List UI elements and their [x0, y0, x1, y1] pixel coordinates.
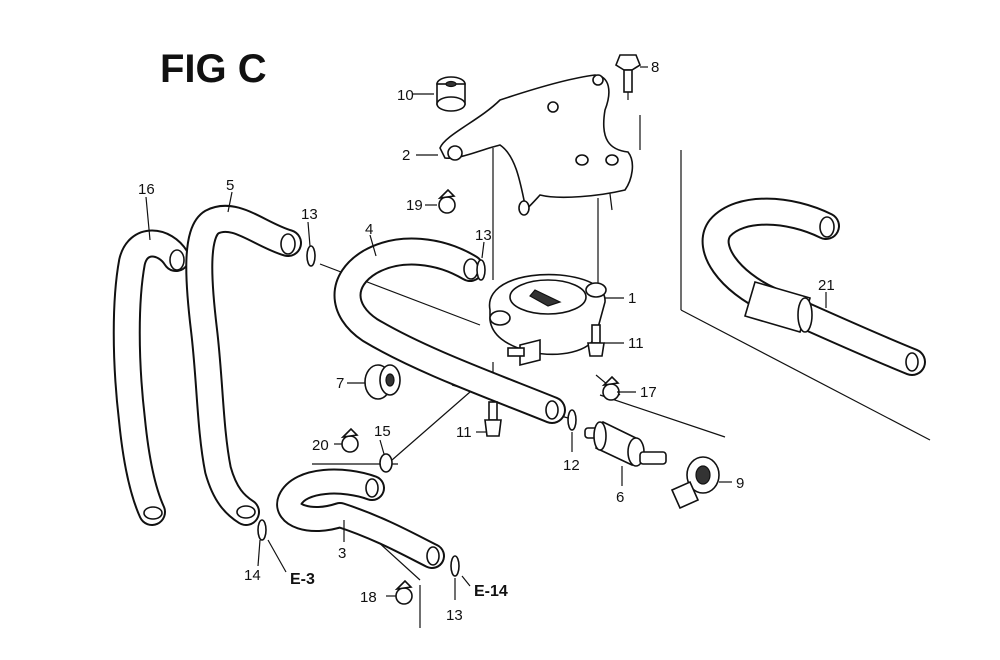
callout-21: 21	[818, 277, 835, 294]
callout-8: 8	[651, 59, 659, 76]
callout-12: 12	[563, 457, 580, 474]
callout-labels: 16 5 13 4 13 2 10 8 19 1 11 17 7 11 15 2…	[138, 59, 835, 624]
clip-13-a	[306, 245, 316, 267]
callout-3: 3	[338, 545, 346, 562]
reference-e14: E-14	[474, 583, 508, 600]
clamp-17	[601, 375, 620, 401]
leader-lines	[145, 66, 827, 600]
callout-2: 2	[402, 147, 410, 164]
callout-17: 17	[640, 384, 657, 401]
hose-21	[701, 197, 926, 376]
hose-4	[333, 237, 566, 424]
hose-16	[112, 229, 190, 526]
clip-13-c	[450, 555, 460, 577]
callout-19: 19	[406, 197, 423, 214]
callout-5: 5	[226, 177, 234, 194]
callout-11-a: 11	[628, 335, 644, 352]
callout-7: 7	[336, 375, 344, 392]
clip-13-b	[476, 259, 486, 281]
fuel-filter-6	[584, 420, 667, 467]
callout-10: 10	[397, 87, 414, 104]
reference-e3: E-3	[290, 571, 315, 588]
callout-13-a: 13	[301, 206, 318, 223]
clip-12	[567, 409, 577, 431]
callout-18: 18	[360, 589, 377, 606]
bracket-2	[439, 74, 634, 216]
callout-13-c: 13	[446, 607, 463, 624]
clamp-20	[340, 427, 359, 453]
bolt-11-upper	[587, 324, 605, 357]
callout-13-b: 13	[475, 227, 492, 244]
part-9	[670, 456, 720, 510]
callout-14: 14	[244, 567, 261, 584]
callout-6: 6	[616, 489, 624, 506]
grommet-7	[364, 364, 401, 400]
callout-4: 4	[365, 221, 373, 238]
callout-1: 1	[628, 290, 636, 307]
figure-title: FIG C	[160, 47, 267, 91]
clamp-18	[394, 579, 413, 605]
clamp-19	[437, 188, 456, 214]
hose-3	[276, 468, 445, 569]
hose-5	[185, 204, 302, 526]
callout-20: 20	[312, 437, 329, 454]
grommet-10	[436, 76, 466, 112]
callout-11-b: 11	[456, 424, 472, 441]
bolt-11-lower	[484, 401, 502, 437]
callout-15: 15	[374, 423, 391, 440]
callout-9: 9	[736, 475, 744, 492]
fuel-pump-1	[488, 273, 607, 367]
callout-16: 16	[138, 181, 155, 198]
clip-14	[257, 519, 267, 541]
bolt-8	[615, 54, 641, 93]
clip-15	[379, 453, 393, 473]
